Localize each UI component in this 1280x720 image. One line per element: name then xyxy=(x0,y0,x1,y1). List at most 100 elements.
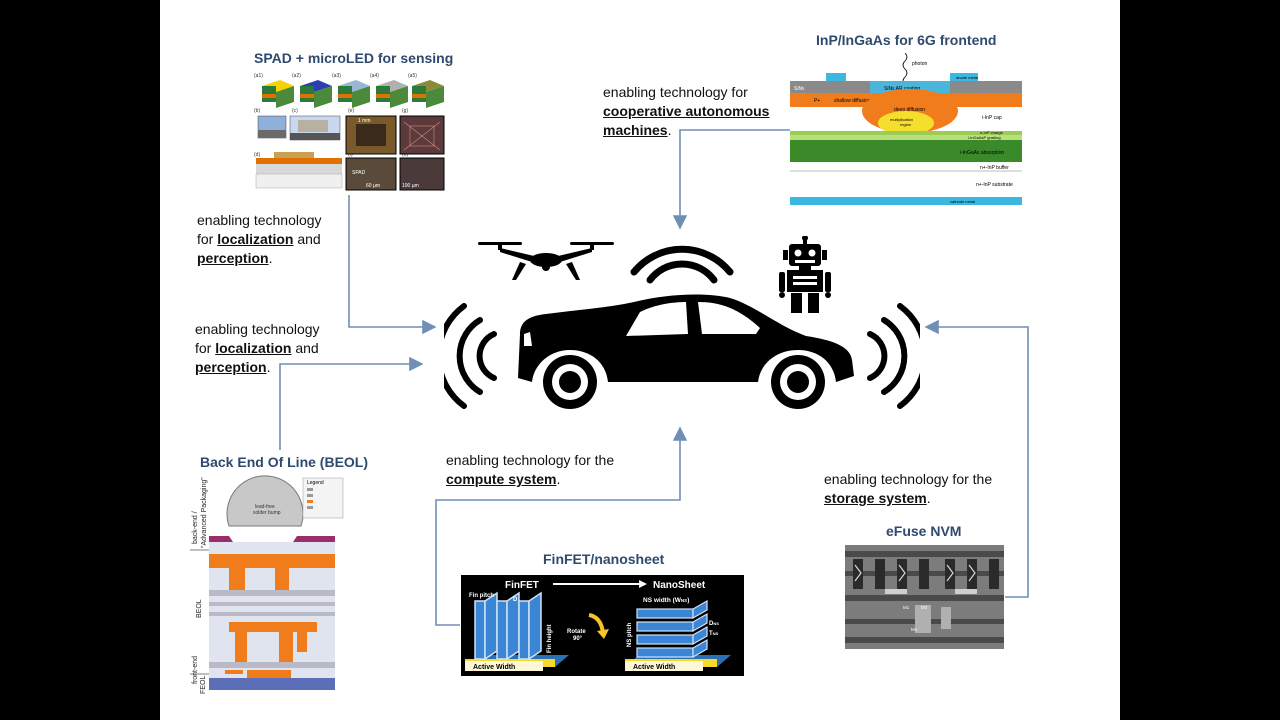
caption-storage-prefix: enabling technology for the xyxy=(824,471,993,487)
finfet-nanosheet-figure: FinFET NanoSheet Fin pitch D Fin height … xyxy=(461,575,744,676)
finfet-ns-pitch-label: NS pitch xyxy=(627,622,633,647)
caption-compute-emph: compute system xyxy=(446,471,557,487)
caption-localization-top-and: and xyxy=(297,231,321,247)
caption-localization-mid: enabling technology for localization and… xyxy=(195,320,355,377)
caption-storage-emph: storage system xyxy=(824,490,927,506)
connector-arrows xyxy=(279,129,1029,626)
caption-localization-top-line1: enabling technology xyxy=(197,212,322,228)
spad-micrograph-h xyxy=(399,157,445,191)
inp-sinx-label: SiNx xyxy=(794,86,805,92)
caption-cooperative-emph1: cooperative autonomous xyxy=(603,103,770,119)
inp-ar-label: SiNx AR coating xyxy=(884,86,920,92)
beol-legend-title: Legend xyxy=(307,480,324,486)
caption-localization-top: enabling technology for localization and… xyxy=(197,211,357,268)
efuse-micrograph-figure: M1 M1 M2 xyxy=(845,545,1004,649)
finfet-dns-label: DNS xyxy=(709,621,719,627)
caption-localization-mid-line1: enabling technology xyxy=(195,321,320,337)
beol-cross-section-figure: back-end / "Advanced Packaging" BEOL fro… xyxy=(185,474,345,700)
spad-label-a3: (a3) xyxy=(332,73,341,79)
inp-p-label: P+ xyxy=(814,98,820,104)
caption-localization-mid-suffix: . xyxy=(266,359,271,375)
inp-absorption-label: i-InGaAs absorption xyxy=(960,150,1004,156)
arrow-inp-to-car xyxy=(672,129,840,230)
spad-label-f: (f) xyxy=(348,152,353,158)
finfet-rotate-label: Rotate xyxy=(567,629,586,635)
caption-cooperative-prefix: enabling technology for xyxy=(603,84,748,100)
beol-backend-label-1: back-end / xyxy=(192,511,199,544)
finfet-fin-pitch-label: Fin pitch xyxy=(469,593,494,599)
arrow-spad-to-car xyxy=(348,195,437,335)
spad-label-g: (g) xyxy=(402,108,408,114)
inp-photon-label: photon xyxy=(912,61,928,67)
beol-title: Back End Of Line (BEOL) xyxy=(200,454,369,470)
inp-deep-label: deep diffusion xyxy=(894,107,925,113)
caption-cooperative-emph2: machines xyxy=(603,122,668,138)
inp-charge-label: n-InP charge xyxy=(980,130,1004,135)
caption-cooperative: enabling technology for cooperative auto… xyxy=(603,83,803,140)
spad-label-b: (b) xyxy=(254,108,260,114)
arrow-beol-to-car xyxy=(279,356,424,450)
drone-icon xyxy=(478,242,614,280)
beol-beol-label: BEOL xyxy=(196,599,203,618)
spad-label-d: (d) xyxy=(254,152,260,158)
beol-bump-label-2: solder bump xyxy=(253,510,281,516)
spad-label-spad: SPAD xyxy=(352,170,366,176)
spad-scale-60um: 60 µm xyxy=(366,183,380,189)
spad-scale-1mm: 1 mm xyxy=(358,118,371,124)
slide: SPAD + microLED for sensing InP/InGaAs f… xyxy=(160,0,1120,720)
spad-micrograph-f xyxy=(345,157,397,191)
radar-waves-right-icon xyxy=(867,303,920,409)
finfet-ns-width-label: NS width (WNS) xyxy=(643,597,689,604)
finfet-active-width-left: Active Width xyxy=(473,664,515,671)
caption-storage: enabling technology for the storage syst… xyxy=(824,470,1024,508)
inp-cap-label: i-InP cap xyxy=(982,115,1002,121)
car-icon xyxy=(518,294,854,409)
efuse-tag-m2: M2 xyxy=(921,605,928,610)
caption-compute-suffix: . xyxy=(556,471,561,487)
inp-cathode-label: cathode metal xyxy=(950,199,975,204)
spad-label-h: (h) xyxy=(402,152,408,158)
caption-cooperative-suffix: . xyxy=(667,122,672,138)
caption-localization-mid-emph2: perception xyxy=(195,359,267,375)
finfet-title: FinFET/nanosheet xyxy=(543,551,665,567)
inp-grading-label: i-InGaAsP grading xyxy=(968,135,1001,140)
spad-label-a4: (a4) xyxy=(370,73,379,79)
inp-mult2-label: region xyxy=(900,122,911,127)
inp-mult1-label: multiplication xyxy=(890,117,913,122)
finfet-active-width-right: Active Width xyxy=(633,664,675,671)
caption-localization-mid-for: for xyxy=(195,340,212,356)
caption-compute-prefix: enabling technology for the xyxy=(446,452,615,468)
spad-label-e: (e) xyxy=(348,108,354,114)
finfet-left-label: FinFET xyxy=(505,580,539,591)
efuse-title: eFuse NVM xyxy=(886,523,962,539)
caption-compute: enabling technology for the compute syst… xyxy=(446,451,646,489)
finfet-rotate-deg-label: 90° xyxy=(573,636,583,642)
spad-scale-100um: 100 µm xyxy=(402,183,419,189)
inp-anode-label: anode metal xyxy=(956,75,978,80)
beol-frontend-label: front-end xyxy=(192,656,199,684)
inp-substrate-label: n+-InP substrate xyxy=(976,182,1013,188)
caption-localization-mid-and: and xyxy=(295,340,319,356)
caption-localization-top-emph1: localization xyxy=(217,231,294,247)
radar-waves-left-icon xyxy=(444,303,497,409)
finfet-tns-label: TNS xyxy=(709,631,719,637)
beol-backend-label-2: "Advanced Packaging" xyxy=(201,477,208,548)
beol-bump-label-1: lead-free xyxy=(255,504,275,510)
wireless-signal-icon xyxy=(630,245,734,284)
finfet-fin-height-label: Fin height xyxy=(547,624,553,653)
inp-ingaas-figure: photon anode metal SiNx SiNx AR coating … xyxy=(790,53,1024,207)
arrow-finfet-to-car xyxy=(435,426,688,626)
caption-localization-top-suffix: . xyxy=(268,250,273,266)
efuse-tag-m1-b: M1 xyxy=(911,627,918,632)
beol-feol-label: FEOL xyxy=(200,676,207,694)
spad-label-a5: (a5) xyxy=(408,73,417,79)
spad-title: SPAD + microLED for sensing xyxy=(254,50,454,66)
arrow-efuse-to-car xyxy=(924,319,1029,598)
robot-icon xyxy=(779,236,831,313)
spad-label-c: (c) xyxy=(292,108,298,114)
caption-storage-suffix: . xyxy=(926,490,931,506)
inp-diffusion-label: shallow diffusion xyxy=(834,98,871,104)
finfet-dfin-label: D xyxy=(513,597,518,603)
spad-label-a2: (a2) xyxy=(292,73,301,79)
spad-label-a1: (a1) xyxy=(254,73,263,79)
